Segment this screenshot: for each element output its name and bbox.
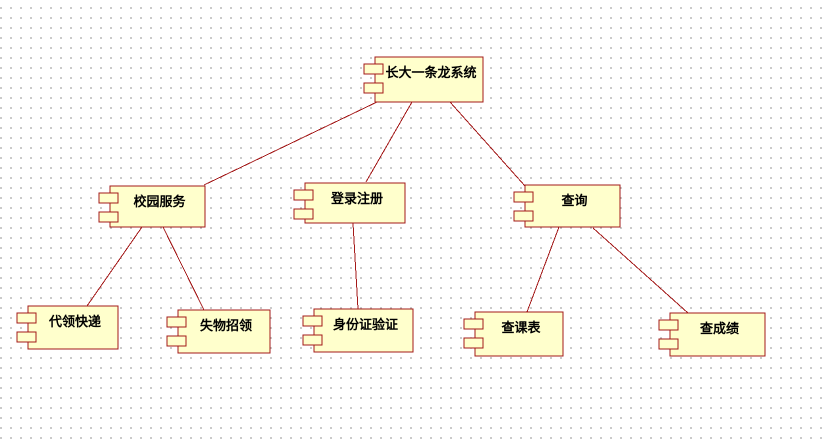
component-tab-icon — [463, 337, 484, 349]
component-label: 身份证验证 — [333, 317, 398, 332]
component-label: 长大一条龙系统 — [385, 65, 476, 80]
component-tab-icon — [363, 63, 384, 75]
connector-query--check-grades[interactable] — [592, 227, 689, 314]
component-tab-icon — [16, 312, 37, 324]
component-tab-icon — [16, 331, 37, 343]
component-pickup-express[interactable]: 代领快递 — [16, 305, 119, 350]
component-body — [474, 311, 564, 357]
connector-system--login-register[interactable] — [365, 101, 413, 183]
connector-login-register--id-verification[interactable] — [352, 222, 359, 310]
component-label: 失物招领 — [200, 318, 252, 333]
component-body — [524, 184, 621, 228]
component-tab-icon — [293, 189, 314, 201]
connector-system--campus-service[interactable] — [203, 101, 378, 186]
component-label: 查课表 — [500, 320, 541, 335]
component-label: 查询 — [560, 193, 587, 208]
component-tab-icon — [658, 319, 679, 331]
component-body — [669, 312, 766, 357]
component-tab-icon — [166, 335, 187, 347]
component-body — [304, 182, 406, 224]
connector-query--check-timetable[interactable] — [526, 226, 560, 313]
component-login-register[interactable]: 登录注册 — [293, 182, 406, 224]
component-tab-icon — [98, 211, 119, 223]
connector-campus-service--lost-and-found[interactable] — [162, 226, 205, 311]
component-campus-service[interactable]: 校园服务 — [98, 185, 206, 228]
component-body — [177, 309, 271, 354]
connector-campus-service--pickup-express[interactable] — [86, 226, 143, 307]
component-system[interactable]: 长大一条龙系统 — [363, 56, 484, 103]
component-lost-and-found[interactable]: 失物招领 — [166, 309, 271, 354]
component-tab-icon — [293, 208, 314, 220]
component-check-grades[interactable]: 查成绩 — [658, 312, 766, 357]
component-tab-icon — [98, 192, 119, 204]
component-label: 校园服务 — [133, 194, 186, 209]
component-tab-icon — [513, 191, 534, 203]
component-tab-icon — [302, 315, 323, 327]
component-tab-icon — [513, 210, 534, 222]
component-tab-icon — [302, 334, 323, 346]
component-body — [27, 305, 119, 350]
component-body — [374, 56, 484, 103]
component-label: 登录注册 — [330, 191, 383, 206]
connector-system--query[interactable] — [449, 101, 526, 187]
component-query[interactable]: 查询 — [513, 184, 621, 228]
component-tab-icon — [463, 318, 484, 330]
component-check-timetable[interactable]: 查课表 — [463, 311, 564, 357]
component-label: 代领快递 — [48, 314, 101, 329]
component-label: 查成绩 — [699, 321, 739, 336]
component-body — [313, 308, 414, 353]
component-tab-icon — [166, 316, 187, 328]
component-tab-icon — [658, 338, 679, 350]
component-body — [109, 185, 206, 228]
component-tab-icon — [363, 82, 384, 94]
component-id-verification[interactable]: 身份证验证 — [302, 308, 414, 353]
